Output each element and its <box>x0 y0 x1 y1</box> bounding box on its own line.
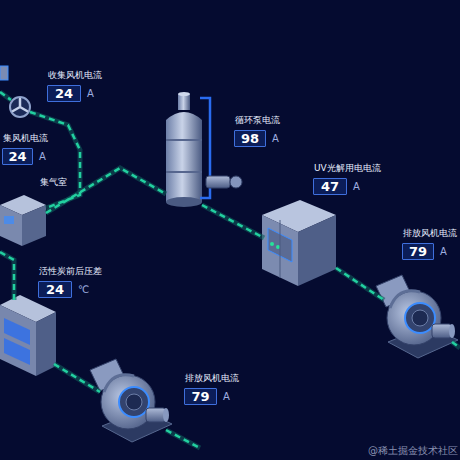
part-label: 集气室 <box>40 176 67 189</box>
unit-label: A <box>272 133 279 145</box>
value-box: 集风机电流24A <box>2 148 33 165</box>
flow-glow <box>46 168 166 213</box>
unit-label: A <box>353 181 360 193</box>
uv-box <box>262 200 336 286</box>
value-box: 排放风机电流79A <box>402 243 434 260</box>
flow-glow <box>0 252 14 300</box>
watermark: @稀土掘金技术社区 <box>368 444 458 458</box>
flow-line <box>0 252 14 300</box>
flow-glow <box>0 92 11 100</box>
value-number: 79 <box>403 244 433 259</box>
flow-line <box>336 268 384 300</box>
node-heading: UV光解用电电流 <box>314 163 381 174</box>
value-number: 98 <box>235 131 265 146</box>
flow-line <box>452 342 460 348</box>
unit-label: A <box>39 151 46 163</box>
value-number: 47 <box>314 179 346 194</box>
value-box: 排放风机电流79A <box>184 388 217 405</box>
value-number: 24 <box>3 149 32 164</box>
value-box: 循环泵电流98A <box>234 130 266 147</box>
value-number: 79 <box>185 389 216 404</box>
flow-glow <box>54 364 100 392</box>
flow-glow <box>166 430 200 448</box>
node-heading: 循环泵电流 <box>235 115 280 126</box>
unit-label: A <box>223 391 230 403</box>
exhaust-fan <box>376 275 458 358</box>
unit-label: ℃ <box>78 284 89 296</box>
flow-line <box>46 168 166 213</box>
flow-glow <box>30 112 80 208</box>
value-number: 24 <box>48 86 80 101</box>
flow-line <box>0 92 11 100</box>
collection-chamber <box>0 195 46 246</box>
value-box: 活性炭前后压差24℃ <box>38 281 72 298</box>
node-heading: 集风机电流 <box>3 133 48 144</box>
node-heading: 排放风机电流 <box>185 373 239 384</box>
node-heading: 收集风机电流 <box>48 70 102 81</box>
flow-line <box>202 205 264 238</box>
flow-glow <box>202 205 264 238</box>
node-heading: 排放风机电流 <box>403 228 457 239</box>
unit-label: A <box>87 88 94 100</box>
flow-glow <box>336 268 384 300</box>
carbon-box <box>0 295 56 376</box>
value-number: 24 <box>39 282 71 297</box>
value-box: 收集风机电流24A <box>47 85 81 102</box>
fan-icon <box>10 97 30 117</box>
exhaust-fan <box>90 359 172 442</box>
node-heading: 活性炭前后压差 <box>39 266 102 277</box>
flow-line <box>166 430 200 448</box>
unit-label: A <box>440 246 447 258</box>
scrubber-tower <box>166 92 242 207</box>
flow-line <box>30 112 80 208</box>
value-box: UV光解用电电流47A <box>313 178 347 195</box>
flow-glow <box>452 342 460 348</box>
flow-line <box>54 364 100 392</box>
